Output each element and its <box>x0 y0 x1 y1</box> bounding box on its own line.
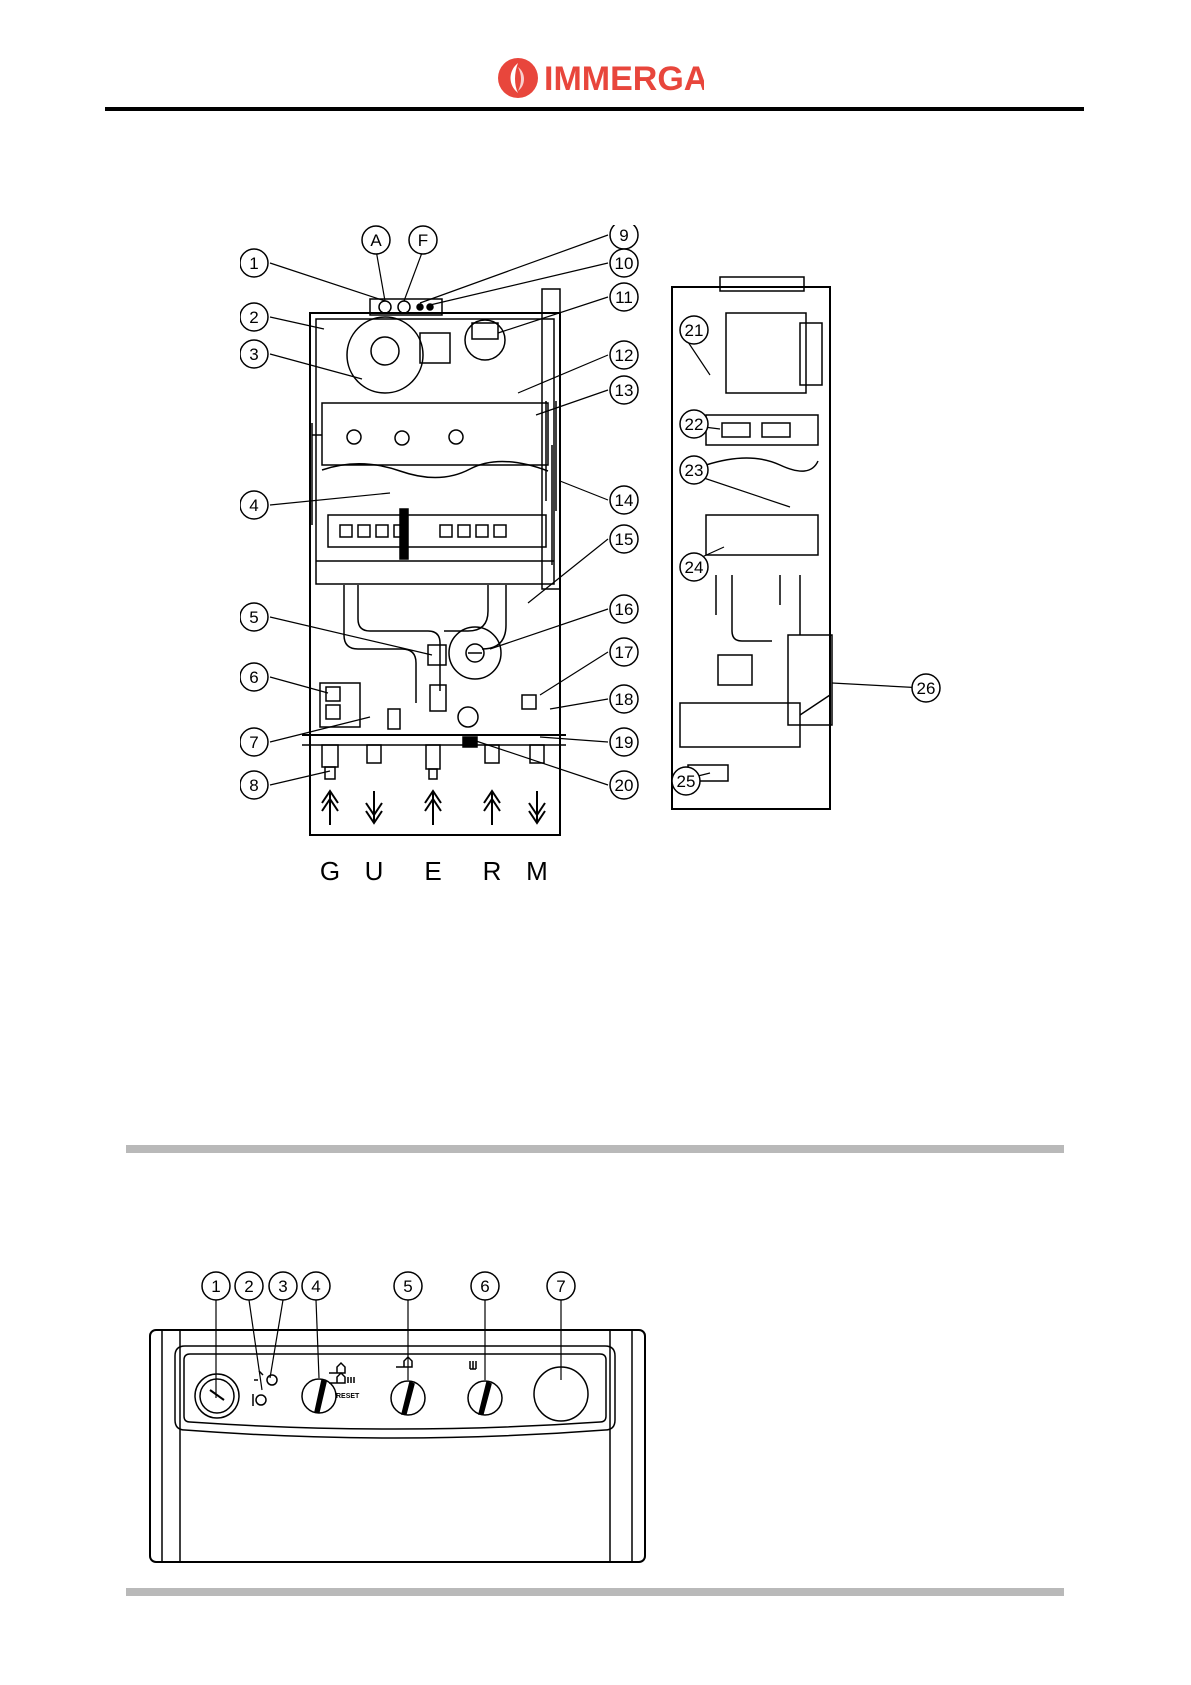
svg-text:4: 4 <box>249 496 258 515</box>
callout-7: 7 <box>240 728 268 756</box>
control-panel-diagram: RESET 1 2 3 4 5 6 7 <box>140 1270 660 1570</box>
callout-A: A <box>362 226 390 254</box>
svg-text:A: A <box>370 231 382 250</box>
callout-3: 3 <box>240 340 268 368</box>
panel-callout-4: 4 <box>302 1272 330 1300</box>
svg-text:2: 2 <box>249 308 258 327</box>
svg-text:2: 2 <box>244 1277 253 1296</box>
svg-text:12: 12 <box>615 346 634 365</box>
callout-6: 6 <box>240 663 268 691</box>
callout-9: 9 <box>610 225 638 249</box>
flame-logo-icon <box>498 58 538 98</box>
callout-14: 14 <box>610 486 638 514</box>
svg-text:3: 3 <box>249 345 258 364</box>
front-view-drawing <box>302 289 566 835</box>
svg-text:7: 7 <box>249 733 258 752</box>
svg-text:1: 1 <box>249 254 258 273</box>
callout-16: 16 <box>610 595 638 623</box>
svg-text:14: 14 <box>615 491 634 510</box>
panel-callout-5: 5 <box>394 1272 422 1300</box>
flow-label-U: U <box>365 856 384 886</box>
flow-label-R: R <box>483 856 502 886</box>
svg-text:16: 16 <box>615 600 634 619</box>
mode-selector-knob-icon <box>302 1363 354 1413</box>
callout-25: 25 <box>672 767 700 795</box>
svg-text:25: 25 <box>677 772 696 791</box>
svg-text:23: 23 <box>685 461 704 480</box>
svg-text:15: 15 <box>615 530 634 549</box>
flow-label-E: E <box>424 856 441 886</box>
pressure-gauge-icon <box>195 1374 239 1418</box>
svg-text:26: 26 <box>917 679 936 698</box>
svg-text:19: 19 <box>615 733 634 752</box>
callout-10: 10 <box>610 249 638 277</box>
svg-text:13: 13 <box>615 381 634 400</box>
control-panel-casing <box>150 1330 645 1562</box>
svg-text:F: F <box>418 231 428 250</box>
svg-text:5: 5 <box>249 608 258 627</box>
callout-F: F <box>409 226 437 254</box>
callout-12: 12 <box>610 341 638 369</box>
svg-text:10: 10 <box>615 254 634 273</box>
svg-text:22: 22 <box>685 415 704 434</box>
panel-callout-3: 3 <box>269 1272 297 1300</box>
front-callouts: 1 2 3 4 5 6 7 8 A F 9 10 11 12 13 14 15 … <box>240 225 638 799</box>
svg-text:24: 24 <box>685 558 704 577</box>
callout-4: 4 <box>240 491 268 519</box>
svg-text:5: 5 <box>403 1277 412 1296</box>
callout-13: 13 <box>610 376 638 404</box>
svg-text:6: 6 <box>480 1277 489 1296</box>
panel-callout-1: 1 <box>202 1272 230 1300</box>
svg-text:6: 6 <box>249 668 258 687</box>
svg-text:3: 3 <box>278 1277 287 1296</box>
panel-callout-6: 6 <box>471 1272 499 1300</box>
callout-24: 24 <box>680 553 708 581</box>
callout-17: 17 <box>610 638 638 666</box>
section-rule-bottom <box>126 1588 1064 1596</box>
callout-8: 8 <box>240 771 268 799</box>
svg-text:4: 4 <box>311 1277 320 1296</box>
callout-1: 1 <box>240 249 268 277</box>
callout-18: 18 <box>610 685 638 713</box>
callout-2: 2 <box>240 303 268 331</box>
flow-label-G: G <box>320 856 340 886</box>
svg-text:11: 11 <box>615 288 633 307</box>
callout-20: 20 <box>610 771 638 799</box>
immergas-logo: IMMERGAS <box>494 55 704 101</box>
boiler-components-diagram: 1 2 3 4 5 6 7 8 A F 9 10 11 12 13 14 15 … <box>240 225 960 900</box>
callout-21: 21 <box>680 316 708 344</box>
svg-text:17: 17 <box>615 643 634 662</box>
callout-23: 23 <box>680 456 708 484</box>
callout-22: 22 <box>680 410 708 438</box>
svg-text:18: 18 <box>615 690 634 709</box>
logo-wordmark: IMMERGAS <box>544 60 704 98</box>
panel-callout-2: 2 <box>235 1272 263 1300</box>
side-view-drawing <box>672 277 832 809</box>
status-led-icon <box>253 1371 277 1406</box>
callout-15: 15 <box>610 525 638 553</box>
svg-text:1: 1 <box>211 1277 220 1296</box>
section-rule-top <box>126 1145 1064 1153</box>
svg-text:8: 8 <box>249 776 258 795</box>
svg-text:7: 7 <box>556 1277 565 1296</box>
svg-text:9: 9 <box>619 226 628 245</box>
callout-11: 11 <box>610 283 638 311</box>
callout-5: 5 <box>240 603 268 631</box>
callout-19: 19 <box>610 728 638 756</box>
flow-label-M: M <box>526 856 548 886</box>
svg-text:20: 20 <box>615 776 634 795</box>
panel-callout-7: 7 <box>547 1272 575 1300</box>
reset-label: RESET <box>336 1393 360 1400</box>
callout-26: 26 <box>912 674 940 702</box>
header-rule <box>105 107 1084 111</box>
svg-text:21: 21 <box>685 321 704 340</box>
